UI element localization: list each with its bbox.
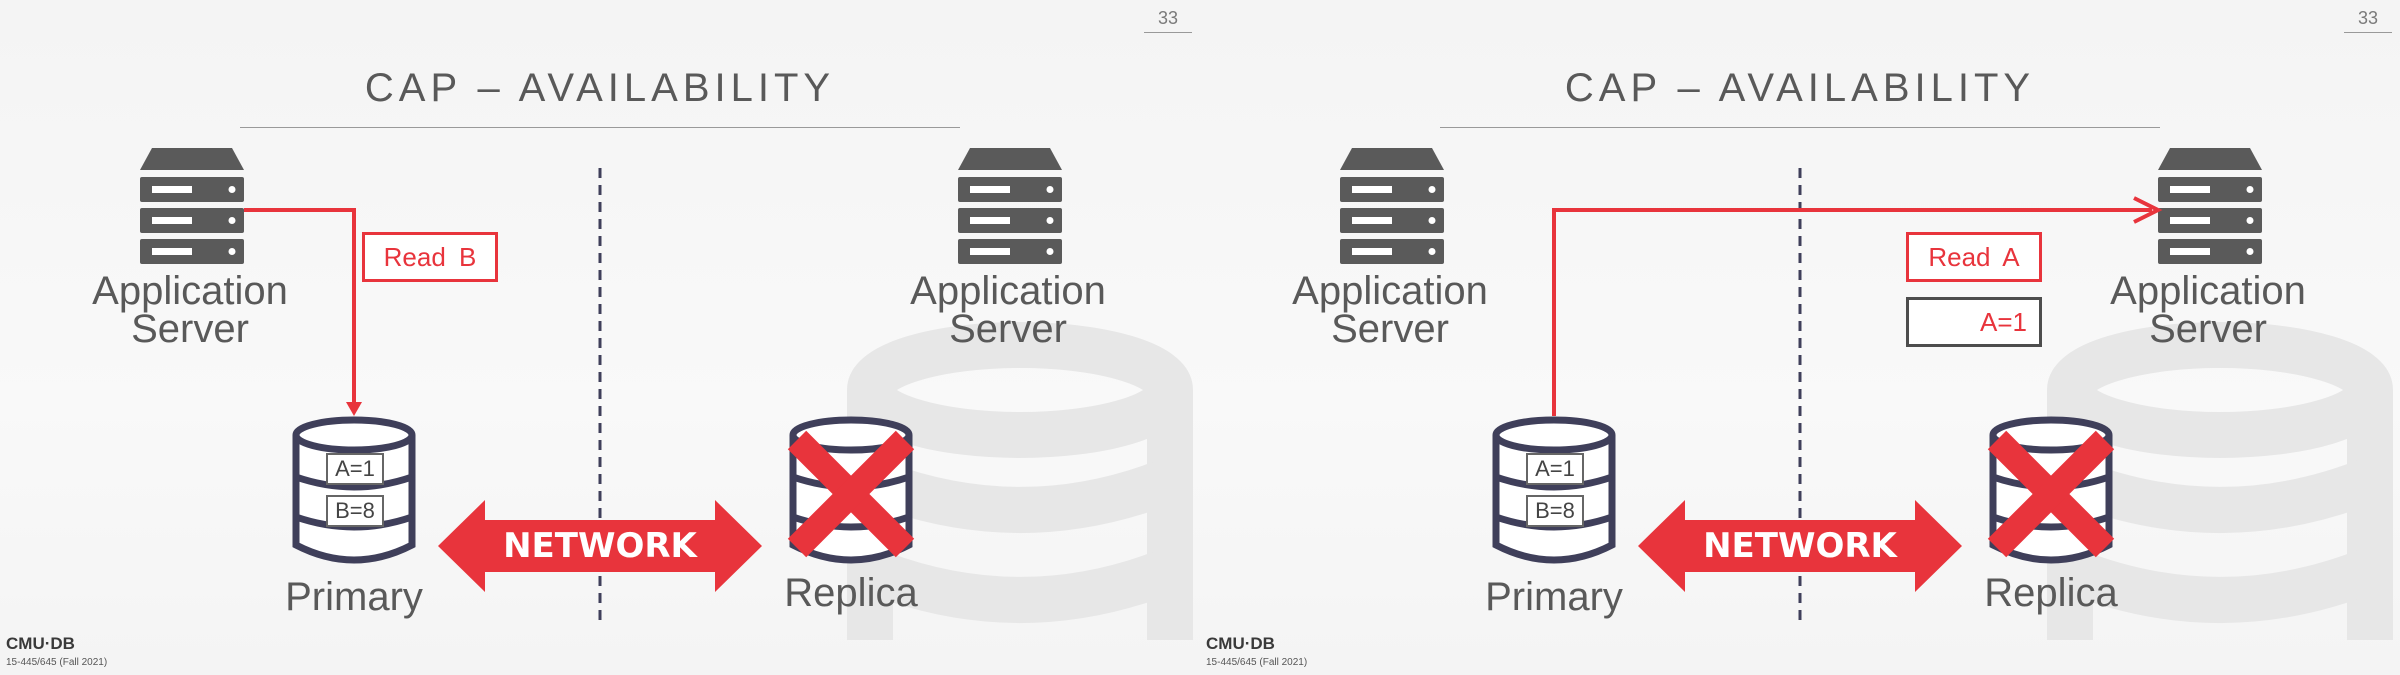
network-label: NETWORK	[1703, 526, 1897, 566]
diagram-canvas	[1340, 148, 2393, 640]
title-divider	[1440, 127, 2160, 128]
slide-2: 33 CAP – AVAILABILITY Application Server…	[1200, 0, 2400, 675]
slide-1: 33 CAP – AVAILABILITY Application Server…	[0, 0, 1200, 675]
app-server-right-label: Application Server	[2110, 269, 2306, 351]
primary-db-icon	[1492, 416, 1616, 564]
watermark-db-icon	[847, 322, 1193, 640]
cmu-db-logo: CMU·DB	[1206, 634, 1275, 653]
course-footer: 15-445/645 (Fall 2021)	[6, 657, 108, 668]
response-value: A=1	[1980, 306, 2027, 337]
network-label: NETWORK	[503, 526, 697, 566]
app-server-left-label: Application Server	[92, 269, 288, 351]
db-value-b: B=8	[1535, 498, 1575, 523]
replica-label: Replica	[1984, 571, 2118, 615]
read-message-box: Read B	[362, 232, 498, 282]
db-value-a: A=1	[1535, 456, 1575, 481]
diagram-canvas	[140, 148, 1193, 640]
network-double-arrow	[1638, 500, 1962, 592]
page-number: 33	[1143, 8, 1192, 33]
primary-db-icon	[292, 416, 416, 564]
page-number: 33	[2343, 8, 2392, 33]
course-footer: 15-445/645 (Fall 2021)	[1206, 657, 1308, 668]
slide-title: CAP – AVAILABILITY	[364, 66, 836, 110]
server-icon-right	[2158, 148, 2262, 264]
primary-label: Primary	[1485, 575, 1623, 619]
response-value-box: A=1	[1906, 297, 2042, 347]
db-value-b: B=8	[335, 498, 375, 523]
slide-title: CAP – AVAILABILITY	[1564, 66, 2036, 110]
read-response-arrow	[1552, 196, 2163, 416]
server-icon-right	[958, 148, 1062, 264]
replica-failed-x-icon	[1987, 430, 2115, 558]
replica-label: Replica	[784, 571, 918, 615]
network-double-arrow	[438, 500, 762, 592]
server-icon-left	[1340, 148, 1444, 264]
read-message-box: Read A	[1906, 232, 2042, 282]
app-server-right-label: Application Server	[910, 269, 1106, 351]
title-divider	[240, 127, 960, 128]
cmu-db-logo: CMU·DB	[6, 634, 75, 653]
replica-failed-x-icon	[787, 430, 915, 558]
server-icon-left	[140, 148, 244, 264]
app-server-left-label: Application Server	[1292, 269, 1488, 351]
db-value-a: A=1	[335, 456, 375, 481]
primary-label: Primary	[285, 575, 423, 619]
read-request-arrow	[244, 208, 362, 416]
